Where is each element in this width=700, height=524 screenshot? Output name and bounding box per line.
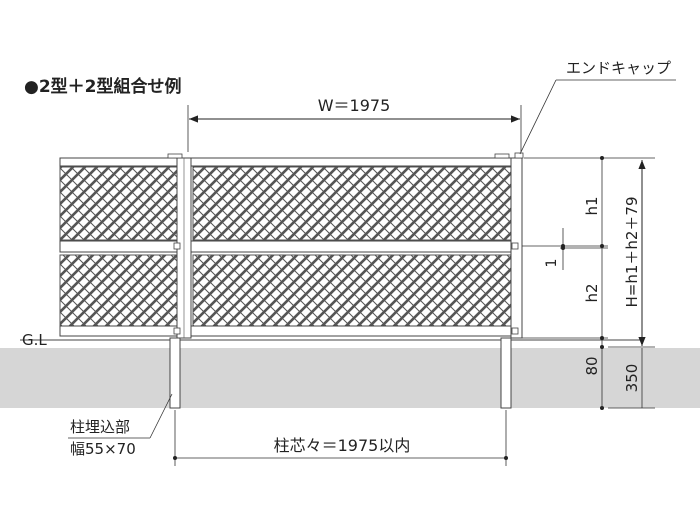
- total-height-label: H=h1＋h2＋79: [623, 196, 641, 307]
- gap-label: 1: [544, 259, 560, 268]
- top-rail: [59, 157, 523, 167]
- post-embed-callout: 柱埋込部 幅55×70: [68, 393, 173, 458]
- post-center-label: 柱芯々＝1975以内: [274, 436, 411, 455]
- left-panel-upper: [59, 166, 179, 241]
- post-size-label: 幅55×70: [70, 440, 136, 458]
- width-label: W＝1975: [318, 96, 391, 115]
- ground-area: [0, 348, 700, 408]
- height-dimensions: h1 h2 1 80 H=h1＋h2＋79 350: [522, 156, 655, 410]
- post-center-dimension: 柱芯々＝1975以内: [173, 410, 508, 466]
- h2-label: h2: [583, 283, 601, 302]
- fence: [59, 152, 524, 409]
- end-cap: [514, 152, 524, 159]
- width-dimension: W＝1975: [187, 96, 522, 152]
- middle-rail: [59, 240, 523, 253]
- embed-depth-label: 80: [583, 356, 601, 375]
- left-panel-lower: [59, 254, 179, 327]
- end-cap-callout: エンドキャップ: [519, 59, 676, 155]
- diagram-title: ●2型＋2型組合せ例: [24, 76, 182, 97]
- foundation-depth-label: 350: [623, 364, 641, 393]
- post-embed-left: [169, 337, 181, 409]
- h1-label: h1: [583, 196, 601, 215]
- post-embed-label: 柱埋込部: [70, 418, 130, 436]
- end-cap-label: エンドキャップ: [566, 59, 671, 77]
- right-panel-lower: [192, 254, 512, 327]
- right-panel-upper: [192, 166, 512, 241]
- post-embed-right: [500, 337, 512, 409]
- ground-label: G.L: [22, 331, 47, 349]
- bottom-rail: [59, 325, 523, 337]
